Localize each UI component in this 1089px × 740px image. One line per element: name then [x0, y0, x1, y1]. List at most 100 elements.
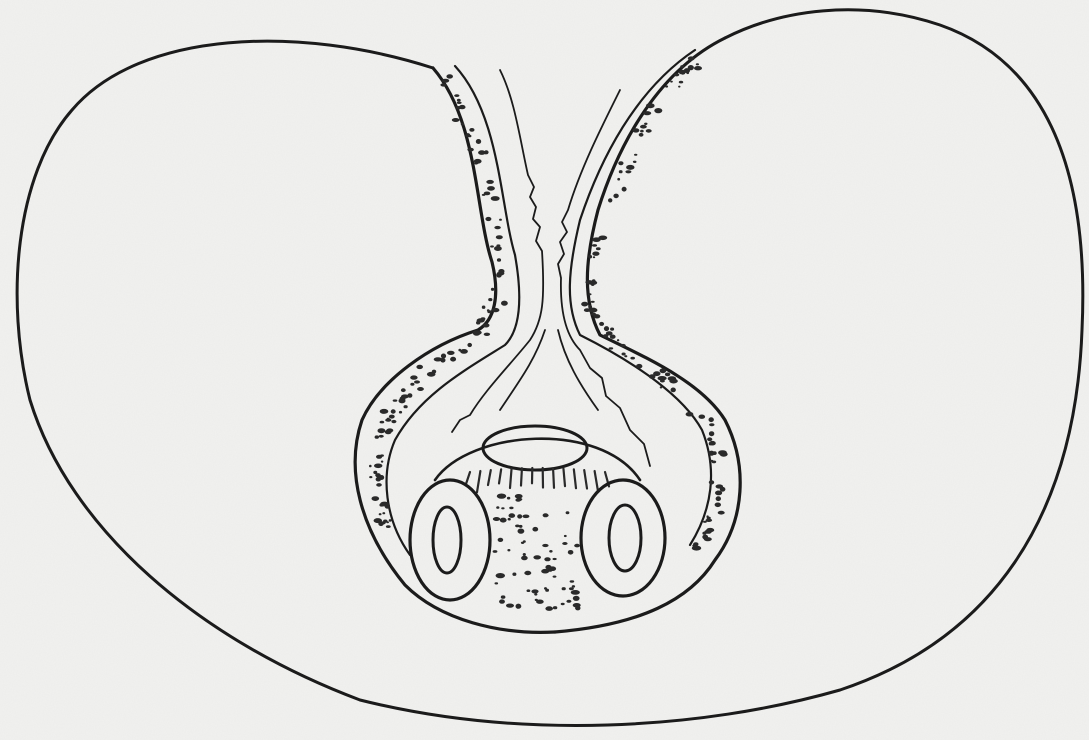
right-wall-stipple	[613, 194, 618, 199]
left-wall-stipple	[467, 148, 473, 152]
right-wall-stipple	[718, 450, 727, 455]
left-wall-stipple	[457, 102, 462, 104]
ventral-mass-stipple	[499, 599, 505, 603]
ventral-mass-stipple	[516, 606, 519, 609]
left-wall-stipple	[376, 477, 381, 482]
ventral-mass-stipple	[517, 514, 522, 518]
ventral-mass-stipple	[523, 553, 526, 556]
ventral-mass-stipple	[512, 573, 516, 576]
right-wall-stipple	[718, 511, 725, 515]
ventral-mass-stipple	[518, 529, 525, 534]
ventral-mass-stipple	[501, 595, 506, 598]
left-wall-stipple	[491, 196, 500, 201]
right-wall-stipple	[617, 339, 619, 341]
right-wall-stipple	[654, 108, 662, 113]
right-wall-stipple	[643, 111, 651, 115]
right-wall-stipple	[646, 103, 655, 108]
left-wall-stipple	[401, 388, 406, 392]
left-wall-stipple	[497, 272, 501, 276]
left-wall-stipple	[477, 318, 485, 322]
right-wall-stipple	[679, 70, 686, 75]
right-wall-stipple	[720, 487, 726, 492]
left-wall-stipple	[378, 521, 383, 526]
left-wall-stipple	[484, 333, 490, 336]
ventral-mass-stipple	[571, 590, 580, 595]
left-wall-stipple	[460, 349, 468, 354]
left-wall-stipple	[369, 465, 372, 468]
ventral-mass-stipple	[562, 542, 567, 545]
left-wall-stipple	[380, 421, 385, 424]
left-wall-stipple	[389, 415, 395, 419]
ventral-mass-stipple	[509, 507, 513, 510]
left-wall-stipple	[484, 192, 491, 196]
left-wall-stipple	[414, 380, 420, 383]
right-wall-stipple	[599, 322, 604, 326]
ventral-mass-stipple	[509, 513, 516, 518]
right-wall-stipple	[709, 431, 714, 436]
left-wall-stipple	[497, 258, 501, 262]
left-wall-stipple	[486, 180, 494, 184]
radial-stroke	[521, 468, 522, 485]
right-wall-stipple	[679, 81, 683, 84]
right-wall-stipple	[644, 123, 647, 125]
right-wall-stipple	[646, 129, 652, 133]
ventral-mass-stipple	[568, 550, 574, 555]
left-wall-stipple	[467, 343, 472, 347]
right-wall-stipple	[670, 81, 673, 83]
left-wall-stipple	[401, 394, 409, 398]
left-wall-stipple	[389, 519, 392, 522]
left-wall-stipple	[476, 139, 481, 144]
left-wall-stipple	[387, 418, 390, 421]
ventral-mass-stipple	[536, 600, 544, 604]
right-wall-stipple	[619, 170, 623, 173]
ventral-mass-stipple	[572, 585, 575, 588]
left-wall-stipple	[461, 123, 464, 126]
right-wall-stipple	[617, 178, 620, 181]
ventral-mass-stipple	[566, 511, 570, 514]
right-wall-stipple	[704, 537, 712, 541]
left-wall-stipple	[485, 217, 491, 221]
left-wall-stipple	[487, 186, 495, 191]
left-wall-stipple	[385, 504, 390, 509]
left-wall-stipple	[380, 454, 384, 456]
left-wall-stipple	[474, 159, 482, 164]
left-wall-stipple	[381, 461, 383, 463]
right-wall-stipple	[653, 371, 660, 376]
right-wall-stipple	[709, 480, 714, 484]
right-wall-stipple	[618, 161, 623, 165]
left-wall-stipple	[391, 409, 396, 413]
right-wall-stipple	[596, 247, 601, 250]
left-wall-stipple	[492, 308, 500, 312]
left-wall-stipple	[483, 151, 487, 154]
right-wall-stipple	[588, 255, 592, 258]
ventral-mass-stipple	[564, 535, 567, 537]
right-wall-stipple	[591, 301, 595, 303]
ventral-mass-stipple	[501, 507, 504, 509]
left-wall-stipple	[417, 387, 424, 391]
right-wall-stipple	[688, 56, 695, 60]
right-wall-stipple	[632, 128, 639, 132]
left-wall-stipple	[385, 430, 392, 435]
left-wall-stipple	[491, 288, 494, 291]
right-wall-stipple	[699, 415, 706, 419]
right-wall-stipple	[609, 347, 614, 349]
right-wall-stipple	[594, 314, 601, 318]
ventral-mass-stipple	[544, 557, 550, 561]
right-wall-stipple	[633, 161, 637, 163]
left-wall-stipple	[410, 383, 414, 386]
right-wall-stipple	[624, 355, 627, 357]
right-wall-stipple	[625, 170, 631, 173]
right-wall-stipple	[671, 388, 676, 393]
ventral-mass-stipple	[500, 518, 507, 523]
left-wall-stipple	[375, 473, 381, 477]
left-wall-stipple	[376, 483, 382, 487]
ventral-mass-stipple	[497, 494, 506, 499]
right-wall-stipple	[630, 357, 635, 360]
left-wall-stipple	[455, 106, 461, 110]
ventral-mass-stipple	[527, 589, 531, 592]
left-wall-stipple	[379, 513, 382, 515]
right-wall-stipple	[694, 66, 702, 70]
left-wall-stipple	[382, 512, 385, 514]
